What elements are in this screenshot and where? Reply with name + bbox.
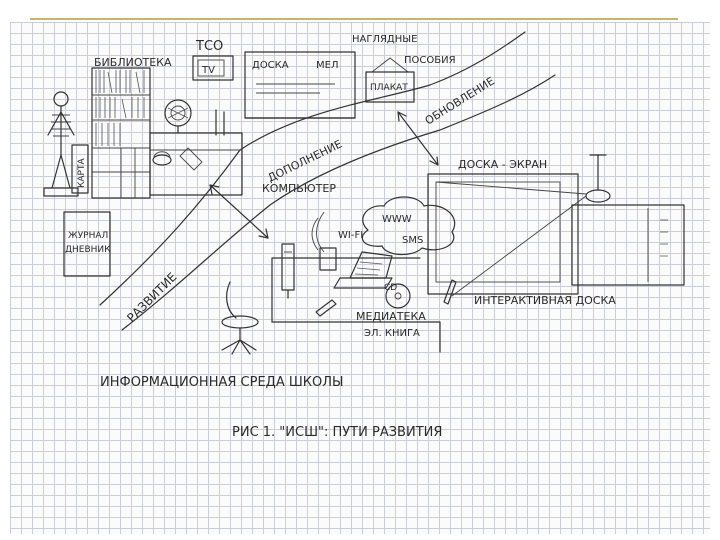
label-cd: CD [384, 283, 397, 293]
label-wifi: WI-FI [338, 230, 363, 241]
router-drawing [312, 212, 336, 270]
interactive-board-drawing [572, 205, 684, 285]
label-sms: SMS [402, 235, 423, 246]
label-ebook: ЭЛ. КНИГА [364, 328, 420, 339]
label-visual-aids-1: НАГЛЯДНЫЕ [352, 34, 417, 45]
label-www: WWW [382, 214, 412, 225]
label-map: КАРТА [77, 158, 87, 188]
stylus-pen [444, 280, 456, 304]
usb-stick [316, 300, 336, 316]
label-board-chalk: ДОСКА [252, 60, 289, 71]
label-library: БИБЛИОТЕКА [94, 56, 172, 69]
label-interactive-board: ИНТЕРАКТИВНАЯ ДОСКА [474, 294, 616, 307]
label-tso: ТСО [195, 39, 223, 54]
label-media-library: МЕДИАТЕКА [356, 310, 426, 323]
figure-caption: РИС 1. "ИСШ": ПУТИ РАЗВИТИЯ [232, 425, 442, 440]
label-poster: ПЛАКАТ [370, 83, 408, 93]
skeleton-drawing [44, 92, 78, 196]
label-chalk: МЕЛ [316, 60, 338, 71]
label-tv: TV [201, 65, 215, 76]
desktop-computer-drawing [282, 244, 294, 298]
label-addition: ДОПОЛНЕНИЕ [266, 137, 345, 184]
journal-book [64, 212, 110, 276]
label-journal-2: ДНЕВНИК [65, 245, 111, 255]
office-chair-drawing [222, 282, 258, 354]
projector-drawing [436, 155, 610, 296]
library-shelves [92, 68, 150, 198]
label-screen-board: ДОСКА - ЭКРАН [458, 158, 547, 171]
label-journal-1: ЖУРНАЛ [68, 231, 108, 241]
label-info-environment: ИНФОРМАЦИОННАЯ СРЕДА ШКОЛЫ [100, 375, 343, 390]
desk-with-globe-phone [150, 100, 242, 195]
label-update: ОБНОВЛЕНИЕ [423, 74, 497, 127]
label-visual-aids-2: ПОСОБИЯ [404, 55, 456, 66]
label-development: РАЗВИТИЕ [124, 270, 179, 325]
label-computer: КОМПЬЮТЕР [262, 182, 336, 195]
